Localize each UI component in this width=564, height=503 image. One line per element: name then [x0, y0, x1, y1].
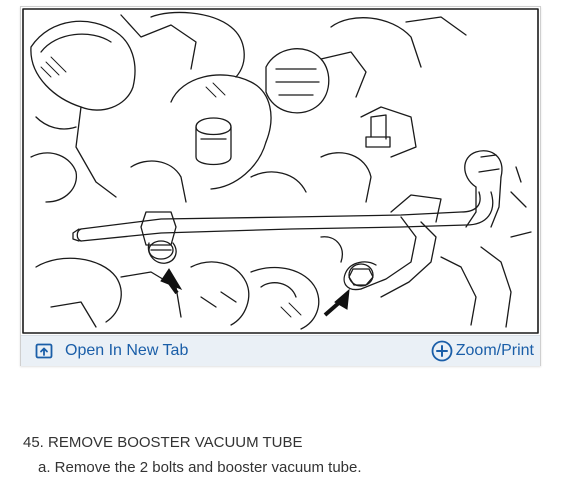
zoom-plus-circle-icon	[431, 340, 453, 362]
step-instruction: a. Remove the 2 bolts and booster vacuum…	[38, 459, 362, 476]
engine-diagram-image[interactable]	[21, 7, 540, 335]
open-in-new-tab-icon	[35, 342, 53, 360]
open-in-new-tab-button[interactable]: Open In New Tab	[35, 340, 188, 362]
zoom-print-label: Zoom/Print	[455, 342, 534, 359]
figure-card: Open In New Tab Zoom/Print	[20, 6, 541, 366]
figure-toolbar: Open In New Tab Zoom/Print	[21, 335, 540, 366]
engine-line-drawing	[21, 7, 540, 335]
zoom-print-button[interactable]: Zoom/Print	[431, 339, 534, 363]
step-heading: 45. REMOVE BOOSTER VACUUM TUBE	[23, 434, 303, 451]
open-in-new-tab-label: Open In New Tab	[65, 342, 189, 359]
